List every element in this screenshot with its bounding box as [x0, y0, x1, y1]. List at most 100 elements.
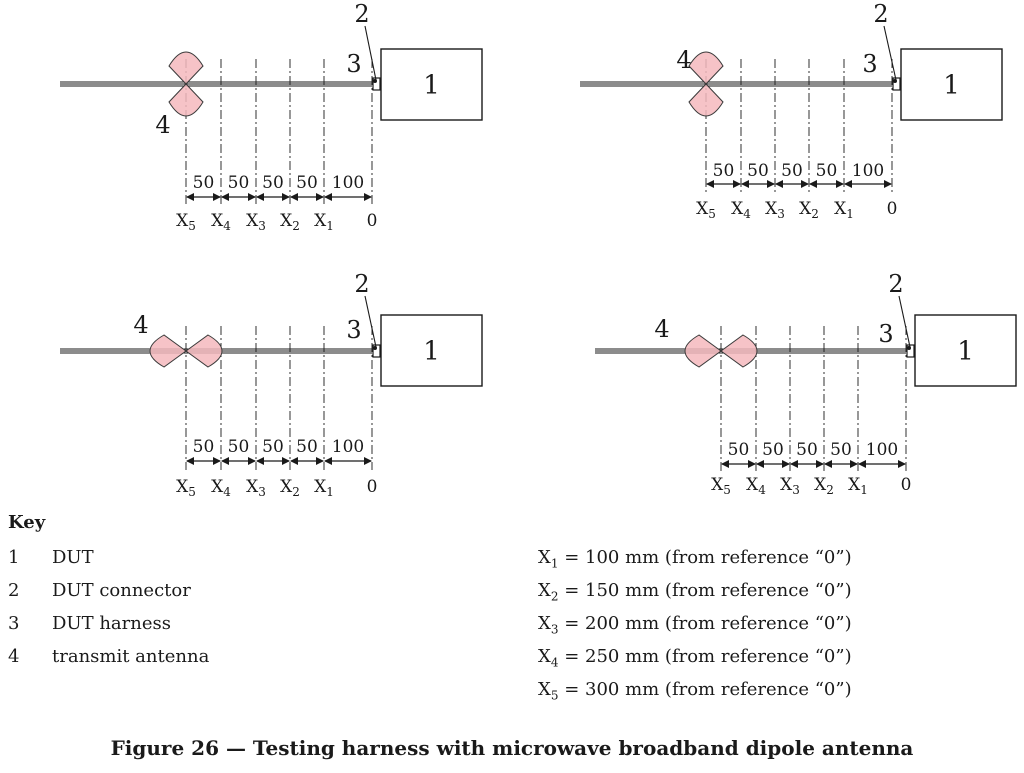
- position-mark: X3: [780, 475, 800, 497]
- position-mark-subscript: 3: [777, 207, 785, 221]
- position-item: X3 = 200 mm (from reference “0”): [538, 613, 852, 641]
- position-mark: X4: [211, 477, 231, 499]
- dimension-value: 50: [262, 173, 284, 193]
- position-mark: X3: [765, 199, 785, 221]
- position-mark-subscript: 2: [292, 219, 300, 233]
- position-item: X5 = 300 mm (from reference “0”): [538, 679, 852, 707]
- position-mark-subscript: 1: [326, 485, 334, 499]
- key-item-label: DUT: [52, 547, 94, 568]
- position-mark: X3: [246, 477, 266, 499]
- dut-connector: [892, 77, 901, 91]
- position-subscript: 2: [550, 589, 559, 604]
- position-mark-subscript: 3: [792, 483, 800, 497]
- dimension-value: 50: [193, 173, 215, 193]
- position-mark-subscript: 3: [258, 485, 266, 499]
- dimension-value: 50: [296, 437, 318, 457]
- position-symbol: X: [538, 646, 551, 667]
- position-mark-symbol: X: [848, 475, 861, 495]
- position-mark: X1: [848, 475, 868, 497]
- dimension-value: 100: [866, 440, 898, 460]
- transmit-antenna: [688, 51, 724, 117]
- position-mark-subscript: 1: [326, 219, 334, 233]
- position-mark-subscript: 3: [258, 219, 266, 233]
- position-subscript: 1: [550, 556, 559, 571]
- dut-connector: [372, 77, 381, 91]
- position-value: = 100 mm (from reference “0”): [558, 547, 852, 568]
- position-mark: X4: [731, 199, 751, 221]
- harness-callout: 3: [878, 320, 893, 348]
- position-mark-symbol: X: [211, 211, 224, 231]
- dut-box: [914, 314, 1017, 387]
- antenna-callout: 4: [654, 315, 669, 343]
- callout-leader: [883, 25, 897, 81]
- dimension-value: 50: [816, 161, 838, 181]
- position-mark-symbol: 0: [367, 211, 378, 231]
- dut-number: 1: [423, 71, 440, 101]
- position-mark: X5: [711, 475, 731, 497]
- position-symbol: X: [538, 547, 551, 568]
- position-subscript: 4: [550, 655, 559, 670]
- position-mark: 0: [901, 475, 912, 495]
- position-value: = 300 mm (from reference “0”): [558, 679, 852, 700]
- position-mark-subscript: 4: [758, 483, 766, 497]
- position-mark-subscript: 5: [723, 483, 731, 497]
- position-symbol: X: [538, 580, 551, 601]
- key-item-label: DUT harness: [52, 613, 171, 634]
- position-mark: 0: [887, 199, 898, 219]
- position-mark: 0: [367, 477, 378, 497]
- connector-callout: 2: [873, 0, 888, 28]
- connector-callout: 2: [354, 0, 369, 28]
- dimension-value: 50: [193, 437, 215, 457]
- harness-callout: 3: [346, 50, 361, 78]
- callout-leader: [898, 295, 911, 348]
- position-mark-symbol: X: [696, 199, 709, 219]
- dimension-value: 100: [332, 173, 364, 193]
- position-value: = 150 mm (from reference “0”): [558, 580, 852, 601]
- position-mark-symbol: X: [314, 211, 327, 231]
- position-mark-symbol: X: [765, 199, 778, 219]
- key-item-number: 2: [8, 580, 20, 601]
- position-mark-symbol: X: [280, 477, 293, 497]
- position-mark: X4: [211, 211, 231, 233]
- key-item-label: transmit antenna: [52, 646, 210, 667]
- position-mark-symbol: X: [246, 211, 259, 231]
- dimension-value: 50: [830, 440, 852, 460]
- position-mark-symbol: X: [814, 475, 827, 495]
- harness-callout: 3: [862, 50, 877, 78]
- position-mark-symbol: X: [834, 199, 847, 219]
- connector-callout: 2: [888, 270, 903, 298]
- antenna-callout: 4: [133, 311, 148, 339]
- dut-box: [900, 48, 1003, 121]
- key-item-number: 4: [8, 646, 20, 667]
- position-symbol: X: [538, 679, 551, 700]
- position-mark-subscript: 5: [188, 219, 196, 233]
- key-item-number: 1: [8, 547, 20, 568]
- position-mark-symbol: 0: [901, 475, 912, 495]
- position-mark-subscript: 4: [223, 219, 231, 233]
- dut-number: 1: [957, 337, 974, 367]
- dut-number: 1: [943, 71, 960, 101]
- dut-number: 1: [423, 337, 440, 367]
- position-value: = 250 mm (from reference “0”): [558, 646, 852, 667]
- position-mark: X2: [280, 477, 300, 499]
- dimension-value: 50: [228, 437, 250, 457]
- dimension-value: 50: [713, 161, 735, 181]
- position-mark: X5: [176, 477, 196, 499]
- position-mark-subscript: 4: [223, 485, 231, 499]
- position-mark-subscript: 2: [826, 483, 834, 497]
- key-item-label: DUT connector: [52, 580, 191, 601]
- position-mark-subscript: 1: [846, 207, 854, 221]
- position-mark-subscript: 2: [811, 207, 819, 221]
- position-mark-symbol: X: [176, 477, 189, 497]
- position-item: X1 = 100 mm (from reference “0”): [538, 547, 852, 575]
- position-mark: X2: [814, 475, 834, 497]
- position-mark-symbol: 0: [887, 199, 898, 219]
- dimension-value: 50: [262, 437, 284, 457]
- position-mark-symbol: X: [280, 211, 293, 231]
- position-mark: X3: [246, 211, 266, 233]
- dimension-value: 50: [296, 173, 318, 193]
- position-mark-symbol: X: [176, 211, 189, 231]
